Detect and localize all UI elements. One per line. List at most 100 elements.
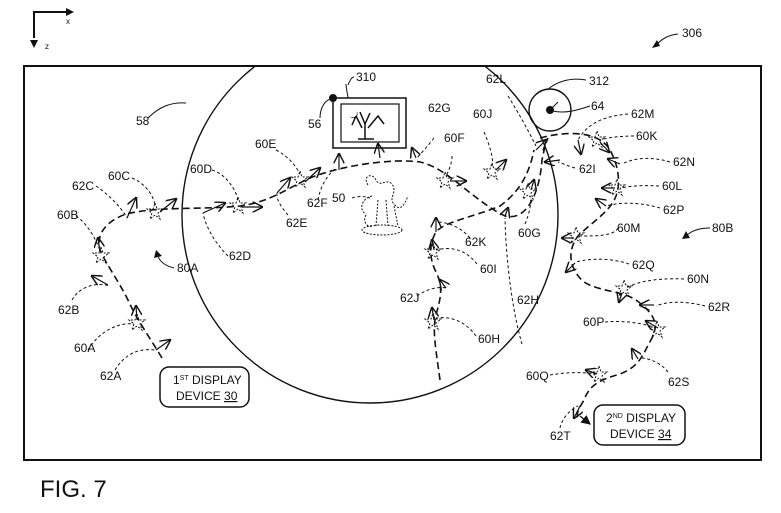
star-60C <box>145 201 165 221</box>
path-b-arrow-icon <box>682 231 690 239</box>
creature-body <box>361 175 409 227</box>
target-point-label: 64 <box>591 99 605 113</box>
object-leader <box>351 196 371 199</box>
leader-62R <box>655 301 706 307</box>
label-60J: 60J <box>473 107 492 121</box>
leader-60L <box>619 185 660 189</box>
leader-62H <box>504 217 523 345</box>
label-62F: 62F <box>307 196 328 210</box>
frame-inner <box>340 103 400 143</box>
arrow-60G <box>531 180 534 190</box>
arrow-frame <box>378 144 380 159</box>
label-62M: 62M <box>631 107 654 121</box>
leader-60M <box>579 227 619 237</box>
leader-62E <box>276 192 289 216</box>
leader-60I <box>435 248 478 265</box>
arrow-60I <box>432 240 434 250</box>
device-34-box <box>593 404 686 446</box>
reference-labels: 62A 60A 62B 60B 62C 60C 62D 60D 60E 62E … <box>57 72 730 443</box>
picture-frame: 310 56 <box>308 70 407 149</box>
frame-anchor-dot <box>329 94 337 102</box>
arrow-62S <box>632 349 638 359</box>
leader-60G <box>524 195 532 225</box>
figure-caption: FIG. 7 <box>40 476 107 503</box>
leader-60N <box>625 278 685 289</box>
path-b-trajectory <box>539 132 656 419</box>
leader-60J <box>483 131 493 167</box>
label-62C: 62C <box>72 179 94 193</box>
leader-62D <box>202 212 229 257</box>
arrow-62I <box>545 160 561 162</box>
leader-62P <box>605 202 661 209</box>
frame-ref-label: 310 <box>356 70 376 84</box>
scene-ref-label: 306 <box>682 26 702 40</box>
leader-60D <box>211 169 239 201</box>
arrow-62P <box>596 199 606 206</box>
star-60L <box>607 177 627 197</box>
arrow-62H <box>505 208 508 216</box>
target-tick <box>549 101 559 111</box>
boundary-leader <box>147 102 187 119</box>
leader-62J <box>416 287 447 297</box>
target-ref-leader <box>546 78 587 91</box>
device-34-line1: 2ND DISPLAY <box>606 411 676 425</box>
label-62I: 62I <box>579 162 596 176</box>
leader-60C <box>131 177 156 207</box>
label-62G: 62G <box>428 101 451 115</box>
z-axis-label: z <box>45 42 49 51</box>
path-a-arrow-icon <box>154 250 162 258</box>
label-62S: 62S <box>668 375 689 389</box>
device-34-pointer <box>579 415 591 425</box>
arrow-60P <box>646 321 659 328</box>
star-60A <box>127 312 147 332</box>
label-60M: 60M <box>617 221 640 235</box>
label-leaders <box>71 95 706 429</box>
arrow-62N <box>608 159 621 164</box>
label-62H: 62H <box>517 293 539 307</box>
label-60C: 60C <box>108 169 130 183</box>
label-60H: 60H <box>478 332 500 346</box>
leader-62Q <box>575 258 630 265</box>
arrow-60B <box>98 238 100 253</box>
target: 312 64 <box>528 74 609 132</box>
arrow-60K <box>600 142 609 152</box>
anchor-leader <box>319 98 332 119</box>
star-60G <box>518 181 538 201</box>
x-axis-label: x <box>66 17 70 26</box>
arrow-60E <box>304 168 320 183</box>
frame-ref-leader <box>345 76 355 99</box>
label-62P: 62P <box>663 203 684 217</box>
label-62L: 62L <box>486 72 506 86</box>
axis-lines <box>33 11 72 38</box>
x-arrow-icon <box>66 8 74 16</box>
path-a-label: 80A <box>177 261 198 275</box>
target-circle <box>528 88 572 132</box>
label-62B: 62B <box>58 303 79 317</box>
path-direction-labels: 80A 80B <box>154 221 733 275</box>
leader-62B <box>71 284 111 301</box>
label-60B: 60B <box>57 208 78 222</box>
star-60N <box>614 278 634 298</box>
arrow-62M <box>578 139 581 154</box>
arrow-62E <box>276 178 290 194</box>
leader-62I <box>557 161 576 169</box>
creature-base <box>361 224 403 236</box>
arrow-62C <box>126 198 136 219</box>
star-60E <box>290 169 310 189</box>
label-60K: 60K <box>636 129 657 143</box>
star-60F <box>435 170 455 190</box>
label-62E: 62E <box>286 216 307 230</box>
path-b-leader <box>685 227 711 237</box>
label-60Q: 60Q <box>526 369 549 383</box>
star-60B <box>91 245 111 265</box>
scene-ref: 306 <box>652 26 702 48</box>
star-60K <box>587 129 607 149</box>
label-62N: 62N <box>673 155 695 169</box>
label-60L: 60L <box>662 179 682 193</box>
device-30-line2: DEVICE 30 <box>176 389 238 403</box>
label-62R: 62R <box>708 300 730 314</box>
leader-60B <box>75 215 101 251</box>
scene-frame <box>23 65 762 461</box>
arrow-62T <box>574 405 580 418</box>
star-60D <box>228 195 248 215</box>
